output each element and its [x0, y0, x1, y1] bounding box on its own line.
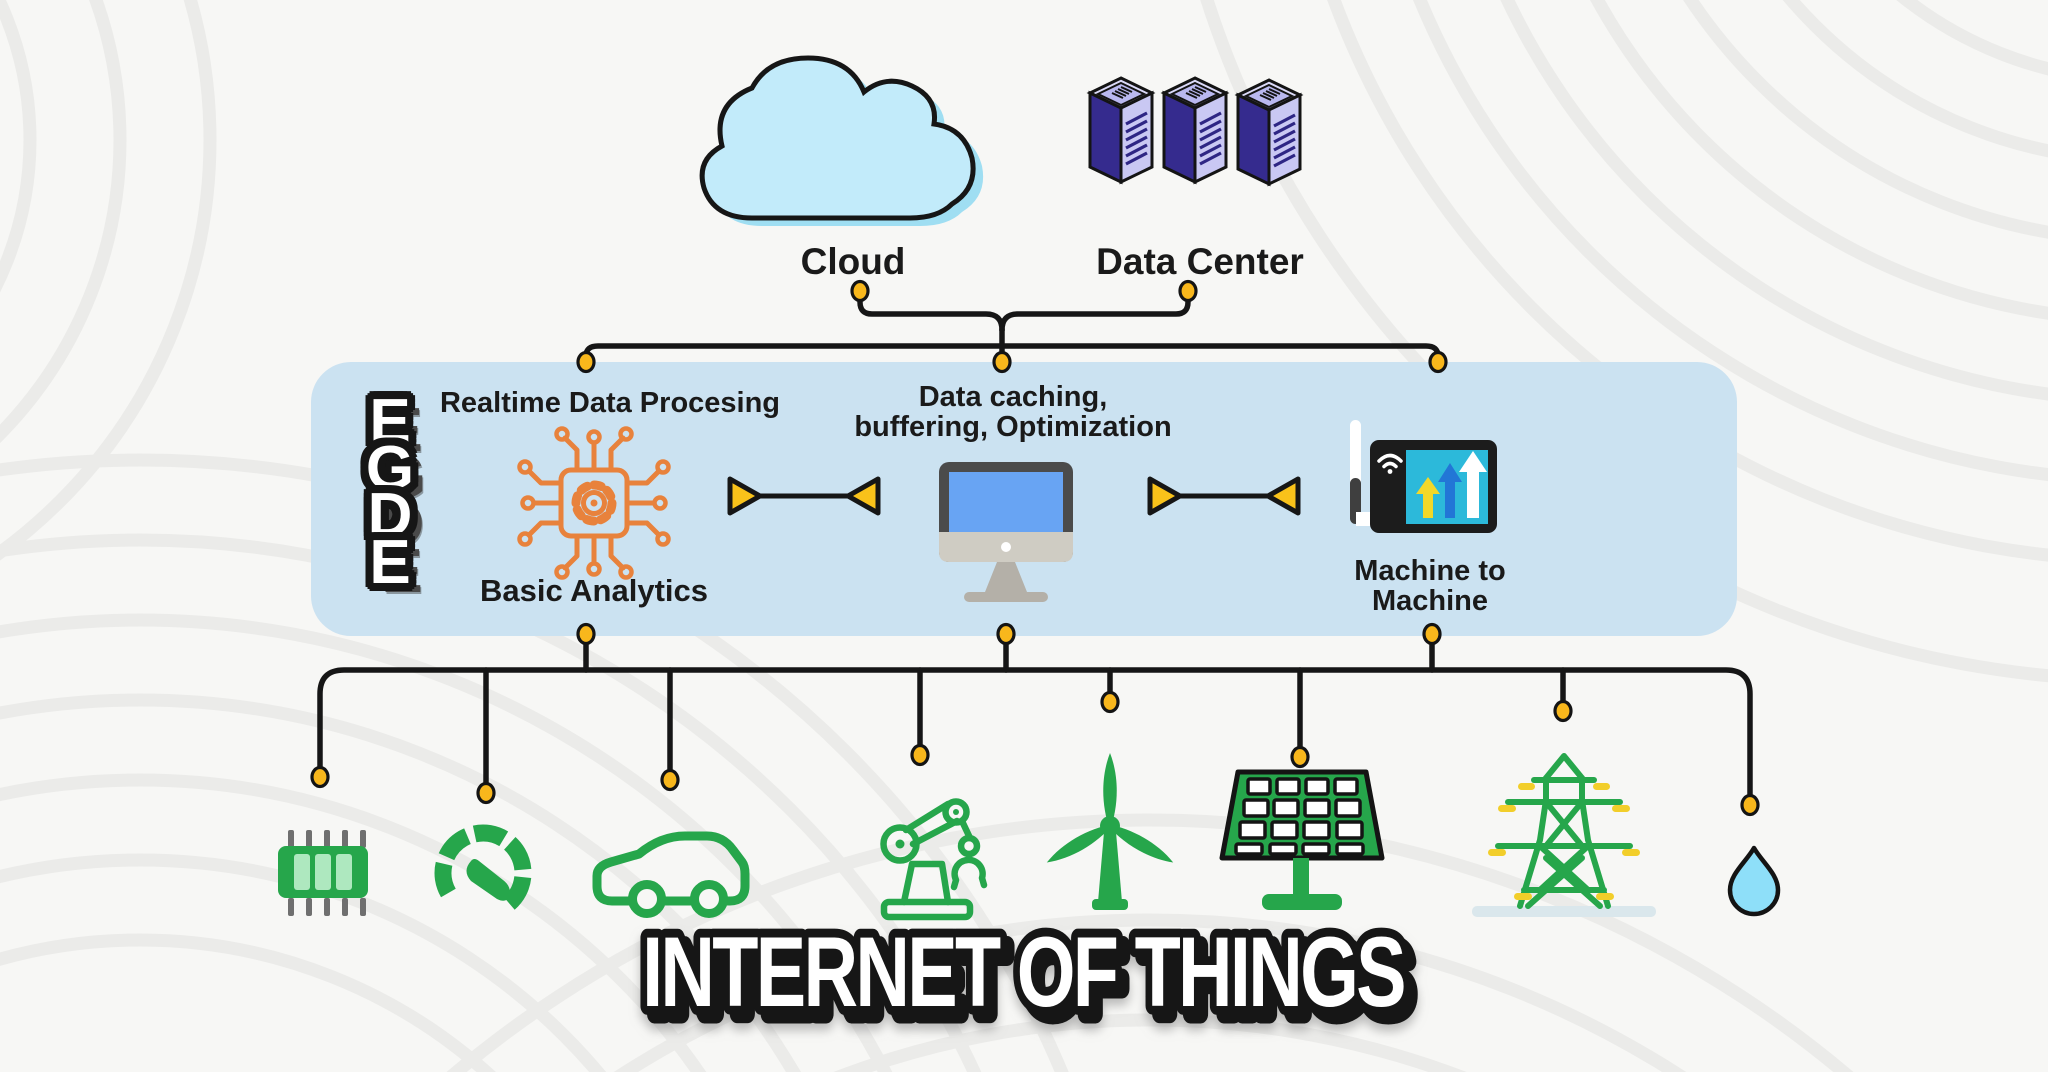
datacenter-label: Data Center	[1096, 241, 1304, 282]
node-band-top-right	[1428, 350, 1448, 374]
robot-arm-icon	[880, 798, 988, 921]
node-turbine	[1100, 690, 1120, 714]
data-caching-label-line2: buffering, Optimization	[854, 411, 1171, 443]
main-title-text: INTERNET OF THINGS	[642, 916, 1404, 1027]
car-icon	[592, 831, 750, 918]
chart-arrow-yellow	[1416, 477, 1440, 518]
wifi-icon	[1377, 453, 1403, 474]
data-caching-label-line1: Data caching,	[919, 381, 1108, 413]
node-band-bottom-right	[1422, 622, 1442, 646]
tower-insulators	[1488, 783, 1640, 900]
server-tower-icon	[1086, 76, 1304, 187]
chart-arrow-blue	[1438, 463, 1462, 518]
edge-band-letter: E	[369, 387, 411, 456]
node-datacenter	[1178, 279, 1198, 303]
things-bus	[317, 667, 1753, 801]
node-band-top-center	[992, 350, 1012, 374]
microchip-icon	[278, 830, 368, 916]
gauge-icon	[434, 824, 532, 922]
node-waterdrop	[1740, 793, 1760, 817]
solar-panel-icon	[1219, 769, 1385, 910]
circuit-chip-icon	[517, 426, 671, 580]
cloud-icon	[699, 55, 984, 226]
node-band-top-left	[576, 350, 596, 374]
node-car	[660, 768, 680, 792]
power-tower-icon	[1472, 753, 1656, 917]
basic-analytics-label: Basic Analytics	[480, 573, 708, 608]
cloud-shape	[699, 55, 976, 221]
double-arrow-left-icon	[727, 476, 881, 516]
main-title-shadow: INTERNET OF THINGS	[649, 924, 1411, 1035]
machine-to-machine-device-icon	[1350, 420, 1497, 533]
desktop-monitor-icon	[939, 462, 1073, 602]
edge-band-letter: E	[369, 528, 411, 597]
double-arrow-right-icon	[1147, 476, 1301, 516]
wind-turbine-icon	[1043, 753, 1177, 910]
node-robot	[910, 743, 930, 767]
cloud-label: Cloud	[801, 241, 906, 282]
data-center-servers-icon	[1086, 76, 1304, 187]
realtime-processing-label: Realtime Data Procesing	[440, 387, 780, 419]
edge-top-bus	[583, 343, 1441, 359]
edge-band-letter: G	[365, 434, 415, 503]
m2m-label-line2: Machine	[1372, 585, 1488, 617]
water-drop-icon	[1727, 845, 1781, 917]
node-band-bottom-center	[996, 622, 1016, 646]
edge-band-letter: D	[367, 481, 413, 550]
node-gauge	[476, 781, 496, 805]
node-solar	[1290, 745, 1310, 769]
node-tower	[1553, 699, 1573, 723]
node-cloud	[850, 279, 870, 303]
cloud-connector	[857, 295, 1005, 333]
node-microchip	[310, 765, 330, 789]
main-title: INTERNET OF THINGS INTERNET OF THINGS	[634, 908, 1422, 1043]
m2m-label-line1: Machine to	[1354, 555, 1505, 587]
node-band-bottom-left	[576, 622, 596, 646]
connection-nodes	[310, 279, 1760, 817]
chart-arrow-white	[1459, 451, 1487, 518]
datacenter-connector	[999, 295, 1191, 333]
